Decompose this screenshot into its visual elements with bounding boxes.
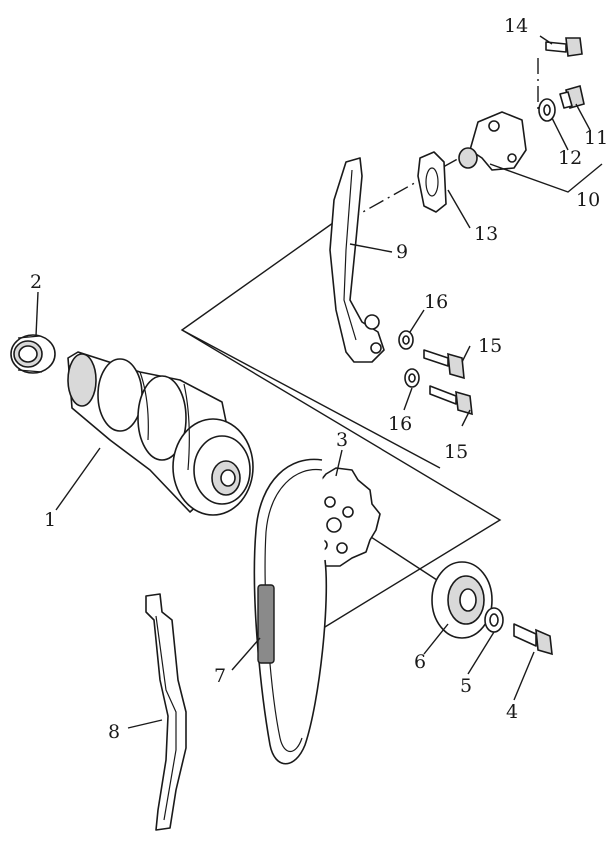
timing-chain-part bbox=[253, 458, 328, 765]
callout-leaders bbox=[35, 35, 603, 729]
chain-guide-part bbox=[145, 593, 187, 831]
callout-15-lower: 15 bbox=[444, 441, 468, 463]
callout-15-upper: 15 bbox=[478, 335, 502, 357]
leader-frame-a bbox=[181, 329, 441, 469]
bolt-14-part bbox=[545, 37, 583, 57]
gasket-part bbox=[417, 151, 447, 213]
callout-11: 11 bbox=[584, 127, 608, 149]
callout-10: 10 bbox=[576, 189, 600, 211]
callout-3: 3 bbox=[336, 429, 348, 451]
callout-12: 12 bbox=[558, 147, 582, 169]
callout-13: 13 bbox=[474, 223, 498, 245]
callout-14: 14 bbox=[504, 15, 528, 37]
callout-16-upper: 16 bbox=[424, 291, 448, 313]
callout-5: 5 bbox=[460, 675, 472, 697]
assembly-frame-lines bbox=[180, 217, 502, 631]
bolt-15-lower-part bbox=[429, 385, 473, 416]
callout-16-lower: 16 bbox=[388, 413, 412, 435]
callout-7: 7 bbox=[214, 665, 226, 687]
callout-2: 2 bbox=[30, 271, 42, 293]
bolt-4-part bbox=[513, 623, 553, 656]
leader-tensioner-to-guide bbox=[344, 151, 471, 223]
callout-1: 1 bbox=[44, 509, 56, 531]
bolt-15-upper-part bbox=[423, 349, 465, 380]
callout-9: 9 bbox=[396, 241, 408, 263]
plug-bolt-11-part bbox=[559, 84, 585, 110]
bearing-part bbox=[10, 334, 56, 374]
callout-4: 4 bbox=[506, 701, 518, 723]
camshaft-part bbox=[67, 351, 254, 516]
callout-8: 8 bbox=[108, 721, 120, 743]
cam-plate-part bbox=[431, 561, 493, 639]
chain-tensioner-part bbox=[458, 111, 527, 171]
callout-6: 6 bbox=[414, 651, 426, 673]
washer-16-lower-part bbox=[404, 368, 420, 388]
washer-5-part bbox=[484, 607, 504, 633]
tensioner-slipper-part bbox=[329, 157, 385, 363]
washer-12-part bbox=[538, 98, 556, 122]
washer-16-upper-part bbox=[398, 330, 414, 350]
